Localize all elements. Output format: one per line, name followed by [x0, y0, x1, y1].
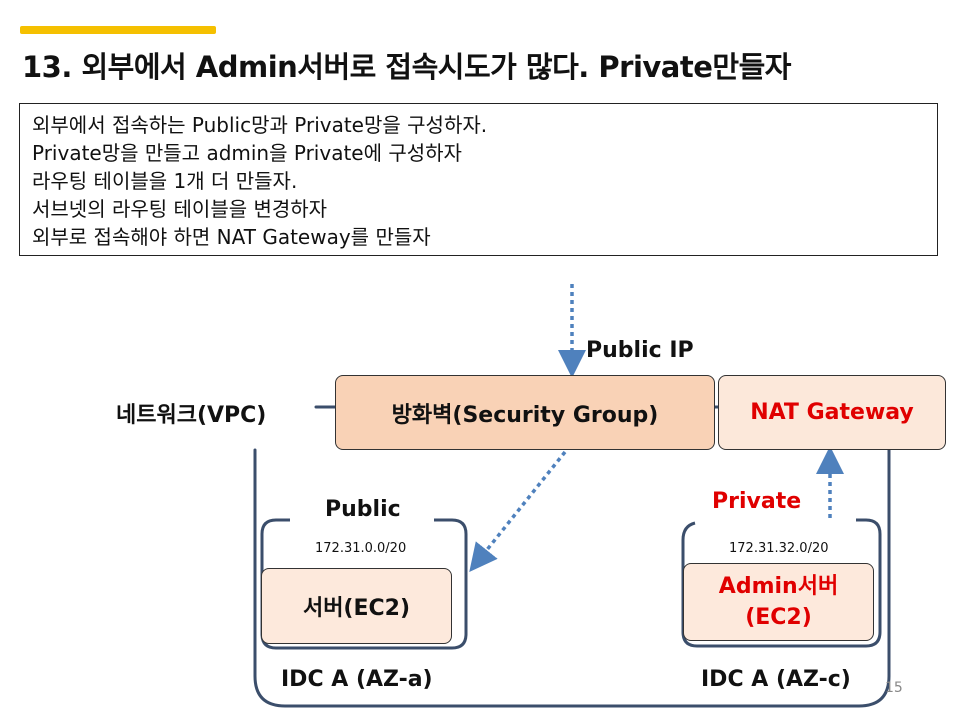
- admin-server-label: Admin서버: [718, 574, 839, 599]
- nat-gateway-box: NAT Gateway: [718, 375, 946, 450]
- public-ip-label: Public IP: [586, 338, 694, 363]
- vpc-outline: [253, 405, 891, 708]
- note-line: 외부로 접속해야 하면 NAT Gateway를 만들자: [32, 225, 431, 249]
- notes-box: 외부에서 접속하는 Public망과 Private망을 구성하자. Priva…: [19, 103, 938, 256]
- public-subnet-outline: [260, 518, 468, 650]
- az-a-label: IDC A (AZ-a): [281, 667, 433, 692]
- sg-to-server-arrow: [469, 450, 567, 572]
- title-accent-bar: [20, 26, 216, 34]
- public-server-box: 서버(EC2): [261, 568, 452, 644]
- note-line: 서브넷의 라우팅 테이블을 변경하자: [32, 197, 328, 221]
- public-server-label: 서버(EC2): [302, 596, 411, 621]
- slide-title: 13. 외부에서 Admin서버로 접속시도가 많다. Private만들자: [22, 50, 791, 84]
- note-line: 외부에서 접속하는 Public망과 Private망을 구성하자.: [32, 113, 488, 137]
- vpc-label: 네트워크(VPC): [116, 403, 267, 428]
- note-line: 라우팅 테이블을 1개 더 만들자.: [32, 169, 298, 193]
- nat-gateway-label: NAT Gateway: [750, 400, 914, 425]
- page-number: 15: [885, 680, 903, 696]
- public-subnet-cidr: 172.31.0.0/20: [315, 541, 407, 556]
- admin-server-sublabel: (EC2): [745, 605, 812, 630]
- az-c-label: IDC A (AZ-c): [701, 667, 851, 692]
- private-subnet-cidr: 172.31.32.0/20: [729, 541, 829, 556]
- public-subnet-label: Public: [325, 497, 401, 522]
- admin-server-box: Admin서버 (EC2): [683, 563, 874, 641]
- private-subnet-outline: [681, 518, 882, 648]
- note-line: Private망을 만들고 admin을 Private에 구성하자: [32, 141, 462, 165]
- security-group-label: 방화벽(Security Group): [391, 402, 659, 428]
- security-group-box: 방화벽(Security Group): [335, 375, 715, 450]
- private-subnet-label: Private: [712, 489, 802, 514]
